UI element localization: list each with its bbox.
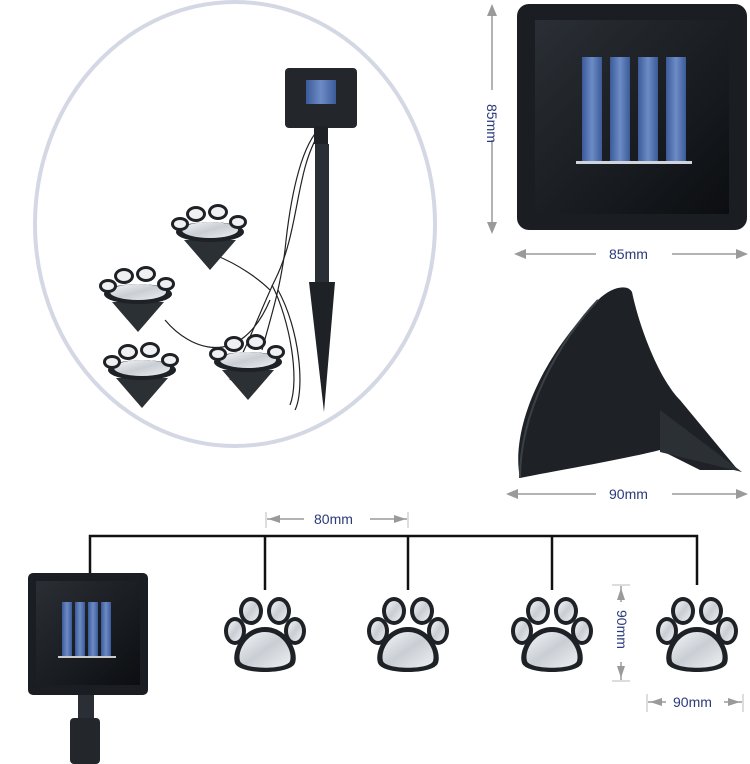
paw-height-label: 90mm <box>614 610 630 649</box>
panel-height-label: 85mm <box>484 104 500 143</box>
ground-stake-icon <box>164 68 357 412</box>
paw-spacing-label: 80mm <box>314 511 353 527</box>
stake-paw-light-1 <box>171 204 247 270</box>
stake-paw-light-4 <box>209 334 285 400</box>
paw-print-icon-4 <box>656 597 738 672</box>
circle-outline <box>33 0 437 448</box>
stake-paw-light-3 <box>103 342 179 408</box>
paw-width-label: 90mm <box>673 694 712 710</box>
paw-print-icon-3 <box>511 597 593 672</box>
stake-base-icon <box>518 287 742 479</box>
solar-panel-icon <box>517 4 747 230</box>
paw-print-icon-2 <box>367 597 449 672</box>
stake-paw-light-2 <box>99 266 175 332</box>
paw-print-icon-1 <box>224 597 306 672</box>
panel-width-label: 85mm <box>609 246 648 262</box>
stake-width-label: 90mm <box>609 486 648 502</box>
bottom-solar-panel-icon <box>28 573 148 764</box>
